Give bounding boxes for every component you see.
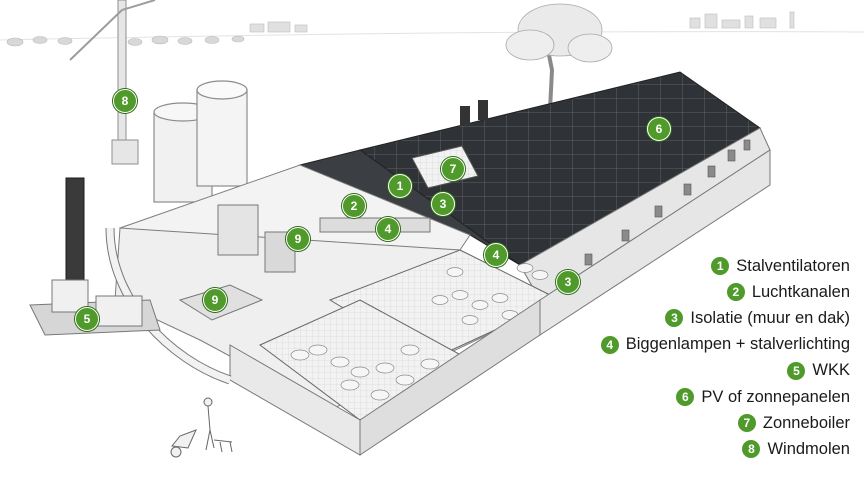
marker-luchtkanalen: 2 [342,194,366,218]
marker-isolatie-wall: 3 [556,270,580,294]
legend-label: Stalventilatoren [736,256,850,275]
legend-item: 1 Stalventilatoren [550,253,850,279]
legend: 1 Stalventilatoren 2 Luchtkanalen 3 Isol… [550,253,850,463]
legend-badge: 6 [676,388,695,407]
legend-badge: 3 [665,309,684,328]
legend-badge: 1 [711,257,730,276]
legend-item: 6 PV of zonnepanelen [550,384,850,410]
marker-9-machine: 9 [286,227,310,251]
marker-windmolen: 8 [113,89,137,113]
legend-item: 4 Biggenlampen + stalverlichting [550,332,850,358]
marker-zonneboiler: 7 [441,157,465,181]
legend-item: 7 Zonneboiler [550,410,850,436]
legend-label: WKK [812,361,850,380]
marker-stalventilatoren: 1 [388,174,412,198]
legend-label: PV of zonnepanelen [701,387,850,406]
legend-item: 3 Isolatie (muur en dak) [550,305,850,331]
feed-silos [153,80,248,203]
marker-wkk: 5 [75,307,99,331]
marker-biggenlampen-right: 4 [484,243,508,267]
marker-9-pit: 9 [203,288,227,312]
tree [505,3,613,151]
legend-item: 5 WKK [550,358,850,384]
marker-biggenlampen-left: 4 [376,217,400,241]
legend-item: 2 Luchtkanalen [550,279,850,305]
legend-label: Zonneboiler [762,413,850,432]
legend-label: Biggenlampen + stalverlichting [625,335,850,354]
legend-badge: 4 [600,335,619,354]
marker-pv-zonnepanelen: 6 [647,117,671,141]
legend-badge: 2 [726,283,745,302]
chimney [65,177,85,289]
legend-badge: 8 [742,440,761,459]
legend-label: Isolatie (muur en dak) [690,308,850,327]
legend-item: 8 Windmolen [550,436,850,462]
legend-badge: 5 [787,361,806,380]
wind-turbine [69,0,156,165]
farmer-with-wheelbarrow [170,397,233,458]
legend-label: Windmolen [767,439,850,458]
marker-isolatie-roof: 3 [431,192,455,216]
legend-badge: 7 [737,414,756,433]
legend-label: Luchtkanalen [751,282,850,301]
